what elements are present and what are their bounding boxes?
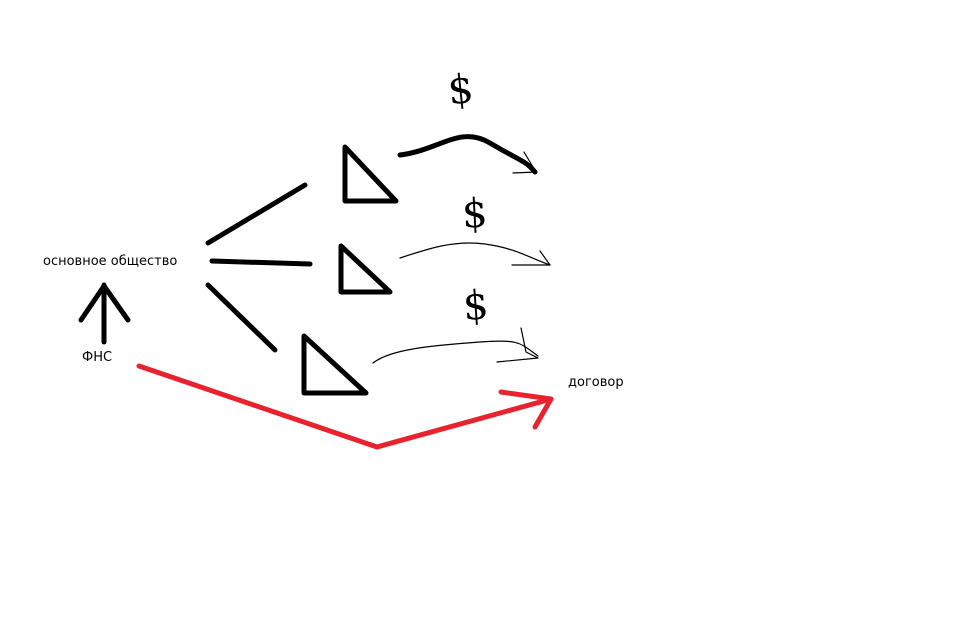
contract-arrow-line <box>136 363 554 450</box>
branch-line-middle <box>209 258 313 267</box>
fns-label: ФНС <box>82 350 113 365</box>
subsidiary-triangle-middle <box>338 243 393 295</box>
dollar-sign-upper: $ <box>445 65 476 115</box>
contract-label: договор <box>568 375 624 390</box>
fns-arrow-head <box>78 283 131 323</box>
money-flow-arrow-lower-head <box>496 327 539 363</box>
contract-arrow-head <box>498 389 554 430</box>
subsidiary-triangle-lower <box>301 333 369 396</box>
money-flow-arrow-middle-head <box>511 250 551 266</box>
money-flow-arrow-upper <box>397 134 538 175</box>
branch-line-upper <box>205 182 308 246</box>
money-flow-arrow-upper-head <box>512 151 537 174</box>
money-flow-arrow-middle <box>399 242 551 266</box>
dollar-sign-lower: $ <box>461 282 491 330</box>
money-flow-arrow-lower <box>372 340 539 364</box>
branch-line-lower <box>205 282 278 353</box>
subsidiary-triangle-upper <box>342 144 399 204</box>
dollar-sign-middle: $ <box>460 190 489 238</box>
main-company-label: основное общество <box>43 254 178 269</box>
